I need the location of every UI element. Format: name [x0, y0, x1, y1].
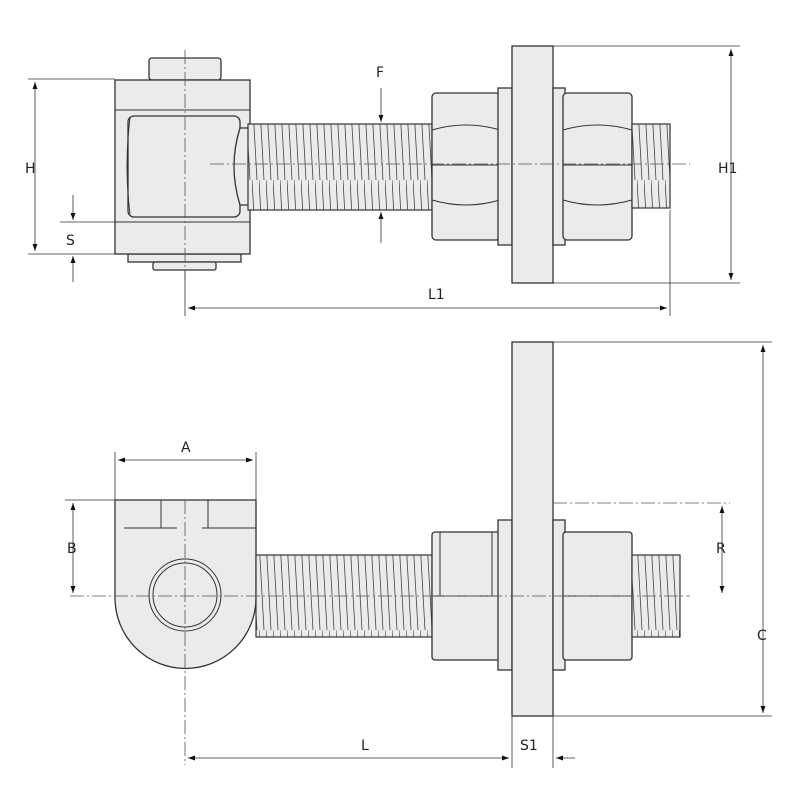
dim-L-label: L: [361, 738, 369, 754]
washer-left-side: [497, 519, 513, 671]
top-view: H S F H1 L1: [25, 45, 740, 316]
dim-S1-label: S1: [520, 738, 538, 754]
dim-C-label: C: [757, 628, 767, 644]
nut-right: [562, 92, 633, 241]
dim-S-label: S: [66, 233, 75, 249]
dim-L1-label: L1: [428, 287, 445, 303]
bottom-flange: [127, 253, 242, 263]
barrel: [127, 115, 241, 218]
eye-plate: [114, 499, 257, 670]
dim-F-label: F: [376, 65, 384, 81]
dim-R-label: R: [716, 541, 726, 557]
dim-H-label: H: [25, 161, 36, 177]
plate-side: [511, 341, 554, 717]
nut-left: [431, 92, 501, 241]
plate: [511, 45, 554, 284]
washer-left: [497, 87, 513, 246]
side-view: A B R C L S1: [65, 341, 772, 768]
dim-A-label: A: [181, 440, 191, 456]
pin-hole: [148, 558, 222, 632]
dim-B-label: B: [67, 541, 77, 557]
bottom-cap: [152, 261, 217, 271]
dim-H1-label: H1: [718, 161, 737, 177]
